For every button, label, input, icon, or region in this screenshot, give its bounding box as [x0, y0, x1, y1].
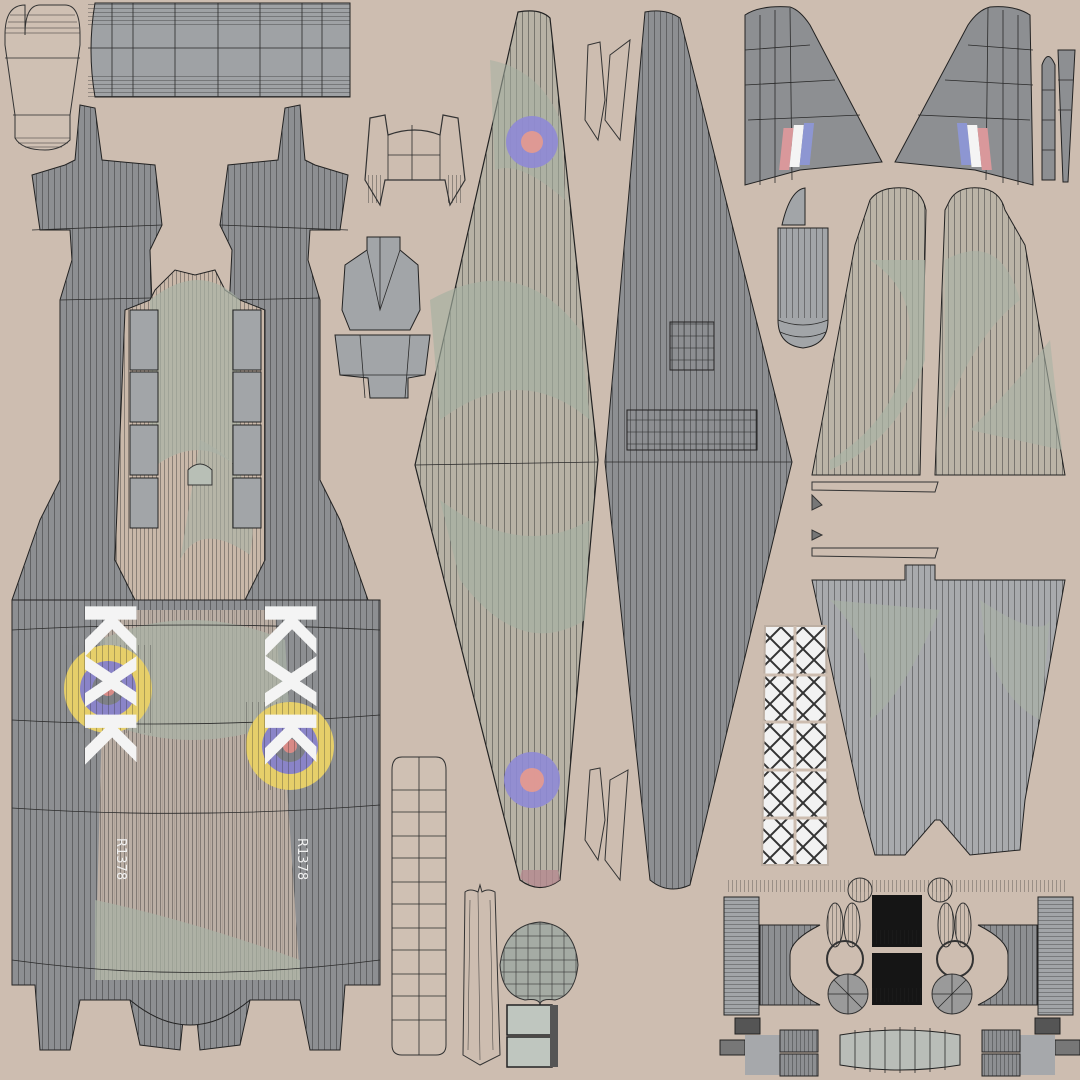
seat-island [334, 236, 431, 399]
spinner-island [4, 4, 81, 151]
trim-tab-strips [811, 481, 939, 559]
serial-right: R1378 [294, 838, 309, 880]
rudder-strips [1041, 49, 1076, 183]
intake-island [506, 1004, 558, 1068]
squadron-code-left: KXK [68, 600, 150, 765]
fuselage-roundel-left [64, 645, 152, 733]
tailwheel-cover-island [777, 187, 829, 349]
stabilizer-lower-island [811, 564, 1066, 856]
engine-parts-cluster [719, 877, 1080, 1077]
serial-left: R1378 [113, 838, 128, 880]
fin-left-island [744, 6, 883, 186]
strut-island [462, 883, 501, 1066]
wing-upper-island [414, 10, 599, 889]
fin-right-island [894, 6, 1034, 186]
oil-cooler-island [499, 921, 579, 1006]
top-strip-island [88, 2, 351, 98]
gear-door-parts [584, 38, 631, 882]
fuselage-roundel-right [246, 702, 334, 790]
radiator-island [391, 756, 447, 1056]
wing-lower-island [604, 10, 793, 890]
canopy-frame-island [364, 114, 466, 207]
canopy-glass-island [760, 625, 830, 866]
stabilizer-upper-island [811, 187, 1066, 476]
squadron-code-right: KXK [248, 600, 330, 765]
